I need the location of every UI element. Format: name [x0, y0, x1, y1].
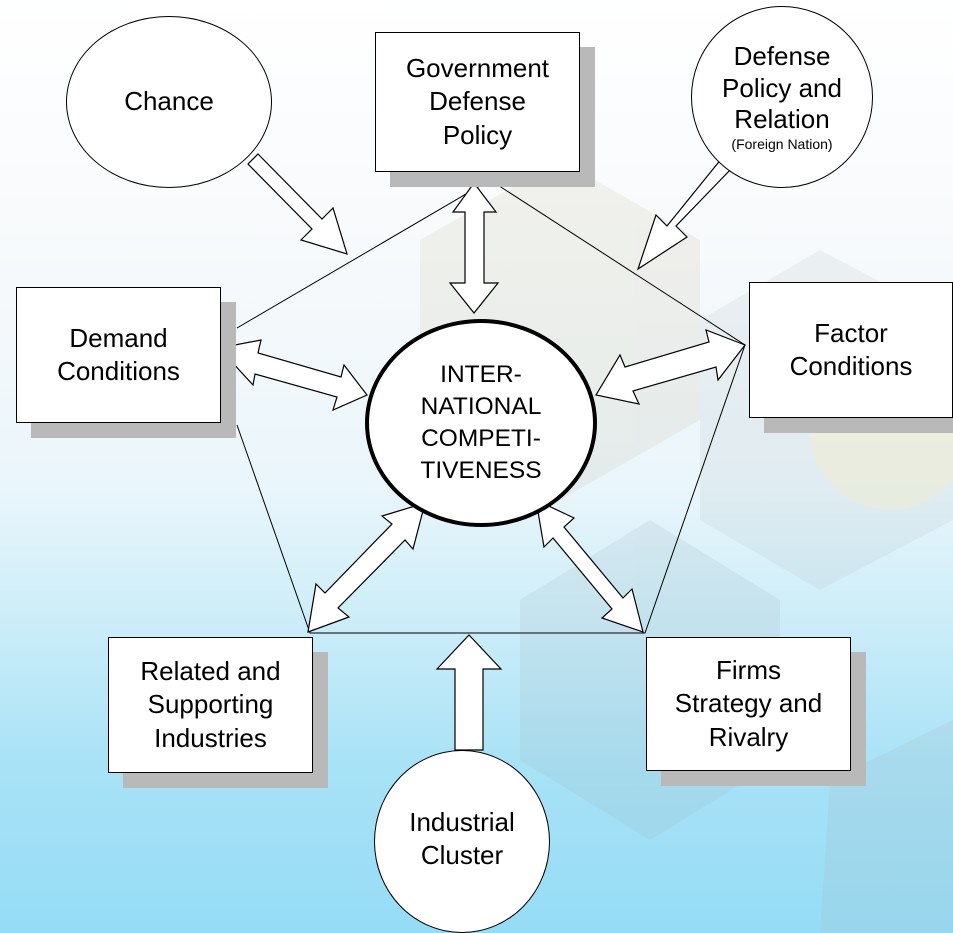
foreign-subtitle: (Foreign Nation) — [731, 136, 833, 153]
demand-line-2: Conditions — [57, 356, 180, 386]
cluster-line-2: Cluster — [420, 840, 504, 871]
chance-line-1: Chance — [124, 86, 214, 117]
foreign-line-3: Relation — [734, 104, 830, 135]
related-line-2: Supporting — [147, 689, 274, 720]
center-line-1: INTER- — [440, 361, 522, 389]
arrow-firms-center — [535, 498, 644, 633]
government-line-3: Policy — [442, 119, 513, 150]
arrow-cluster — [435, 634, 503, 751]
firms-strategy-rivalry-box: Firms Strategy and Rivalry — [646, 637, 851, 771]
center-line-2: NATIONAL — [420, 393, 542, 421]
government-line-1: Government — [405, 53, 550, 84]
arrow-demand-center — [217, 339, 368, 412]
center-line-3: COMPETI- — [421, 425, 541, 452]
center-line-4: TIVENESS — [420, 456, 542, 484]
industrial-cluster-circle: Industrial Cluster — [374, 750, 550, 933]
related-line-1: Related and — [140, 656, 281, 687]
government-defense-policy-box: Government Defense Policy — [375, 32, 580, 172]
factor-line-1: Factor — [814, 317, 888, 348]
firms-line-1: Firms — [716, 655, 781, 686]
arrow-foreign-policy — [636, 157, 733, 271]
firms-line-2: Strategy and — [674, 688, 823, 719]
foreign-line-1: Defense — [733, 41, 831, 72]
demand-conditions-box: Demand Conditions — [16, 287, 221, 423]
international-competitiveness-circle: INTER- NATIONAL COMPETI- TIVENESS — [365, 319, 597, 527]
arrow-chance — [247, 153, 348, 255]
factor-conditions-box: Factor Conditions — [749, 282, 953, 418]
factor-line-2: Conditions — [789, 351, 913, 381]
related-supporting-industries-box: Related and Supporting Industries — [108, 637, 313, 773]
foreign-defense-policy-circle: Defense Policy and Relation (Foreign Nat… — [691, 6, 873, 188]
related-line-3: Industries — [154, 722, 267, 753]
firms-line-3: Rivalry — [708, 721, 789, 752]
foreign-line-2: Policy and — [722, 72, 842, 103]
arrow-factor-center — [595, 329, 746, 405]
cluster-line-1: Industrial — [409, 807, 515, 837]
demand-line-1: Demand — [69, 322, 168, 353]
chance-circle: Chance — [66, 16, 272, 188]
arrow-government-center — [448, 181, 500, 314]
government-line-2: Defense — [429, 86, 526, 117]
pentagon-edge — [236, 179, 746, 634]
arrow-related-center — [307, 502, 426, 633]
